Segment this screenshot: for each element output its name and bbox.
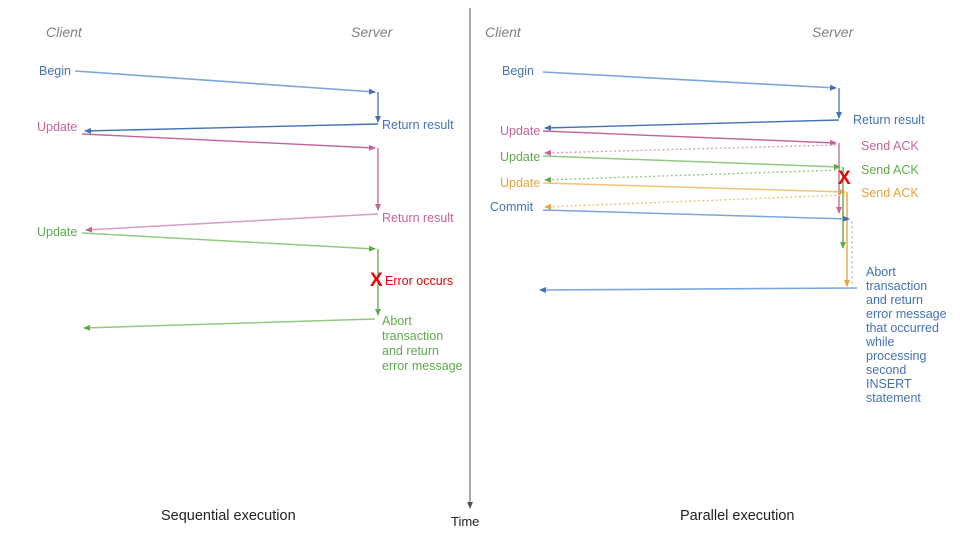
left-label-begin: Begin — [39, 64, 71, 78]
right-msg-send-ack-1 — [544, 144, 837, 156]
right-error-x-icon: X — [838, 168, 851, 189]
left-msg-update-2 — [81, 232, 376, 252]
left-error-x-icon: X — [370, 270, 383, 291]
right-msg-update-3 — [542, 182, 846, 195]
right-label-abort-l1: Abort — [866, 265, 896, 279]
right-label-abort-l7: processing — [866, 349, 927, 363]
right-msg-send-ack-3 — [544, 194, 846, 210]
left-label-abort-l2: transaction — [382, 329, 444, 343]
right-label-abort-l3: and return — [866, 293, 923, 307]
right-msg-commit — [542, 209, 850, 222]
right-label-begin: Begin — [502, 64, 534, 78]
left-msg-begin — [74, 70, 376, 95]
left-panel-caption: Sequential execution — [161, 508, 296, 524]
right-msg-begin — [542, 71, 837, 91]
right-label-update-3: Update — [500, 176, 541, 190]
right-client-lane-header: Client — [485, 24, 521, 40]
right-label-update-1: Update — [500, 124, 541, 138]
right-label-abort-l8: second — [866, 363, 907, 377]
right-msg-update-1 — [542, 130, 837, 146]
right-msg-return-result — [544, 119, 840, 131]
right-label-abort-l2: transaction — [866, 279, 928, 293]
left-server-lane-header: Server — [351, 24, 393, 40]
right-msg-abort-return — [539, 286, 858, 293]
right-msg-send-ack-2 — [544, 169, 841, 183]
right-label-return-result: Return result — [853, 113, 925, 127]
left-client-lane-header: Client — [46, 24, 82, 40]
left-label-abort-l1: Abort — [382, 314, 412, 328]
right-label-abort-l4: error message — [866, 307, 947, 321]
left-label-abort-l3: and return — [382, 344, 439, 358]
right-panel-caption: Parallel execution — [680, 508, 795, 524]
right-label-send-ack-1: Send ACK — [861, 139, 919, 153]
time-axis-label: Time — [451, 514, 480, 529]
right-label-abort-l10: statement — [866, 391, 921, 405]
left-label-return-result-2: Return result — [382, 211, 454, 225]
right-label-send-ack-2: Send ACK — [861, 163, 919, 177]
left-msg-return-result-2 — [85, 213, 379, 233]
left-label-abort-l4: error message — [382, 359, 463, 373]
right-label-abort-l5: that occurred — [866, 321, 939, 335]
right-msg-update-2 — [542, 155, 841, 170]
right-label-update-2: Update — [500, 150, 541, 164]
left-label-update-1: Update — [37, 120, 78, 134]
left-msg-abort-return — [83, 318, 376, 331]
left-label-error-occurs: Error occurs — [385, 274, 454, 288]
left-msg-update-1 — [81, 133, 376, 151]
right-server-lane-header: Server — [812, 24, 854, 40]
right-label-send-ack-3: Send ACK — [861, 186, 919, 200]
right-label-commit: Commit — [490, 200, 534, 214]
left-label-update-2: Update — [37, 225, 78, 239]
left-msg-return-result-1 — [84, 123, 379, 134]
right-label-abort-l6: while — [866, 335, 895, 349]
right-label-abort-l9: INSERT — [866, 377, 912, 391]
left-label-return-result-1: Return result — [382, 118, 454, 132]
